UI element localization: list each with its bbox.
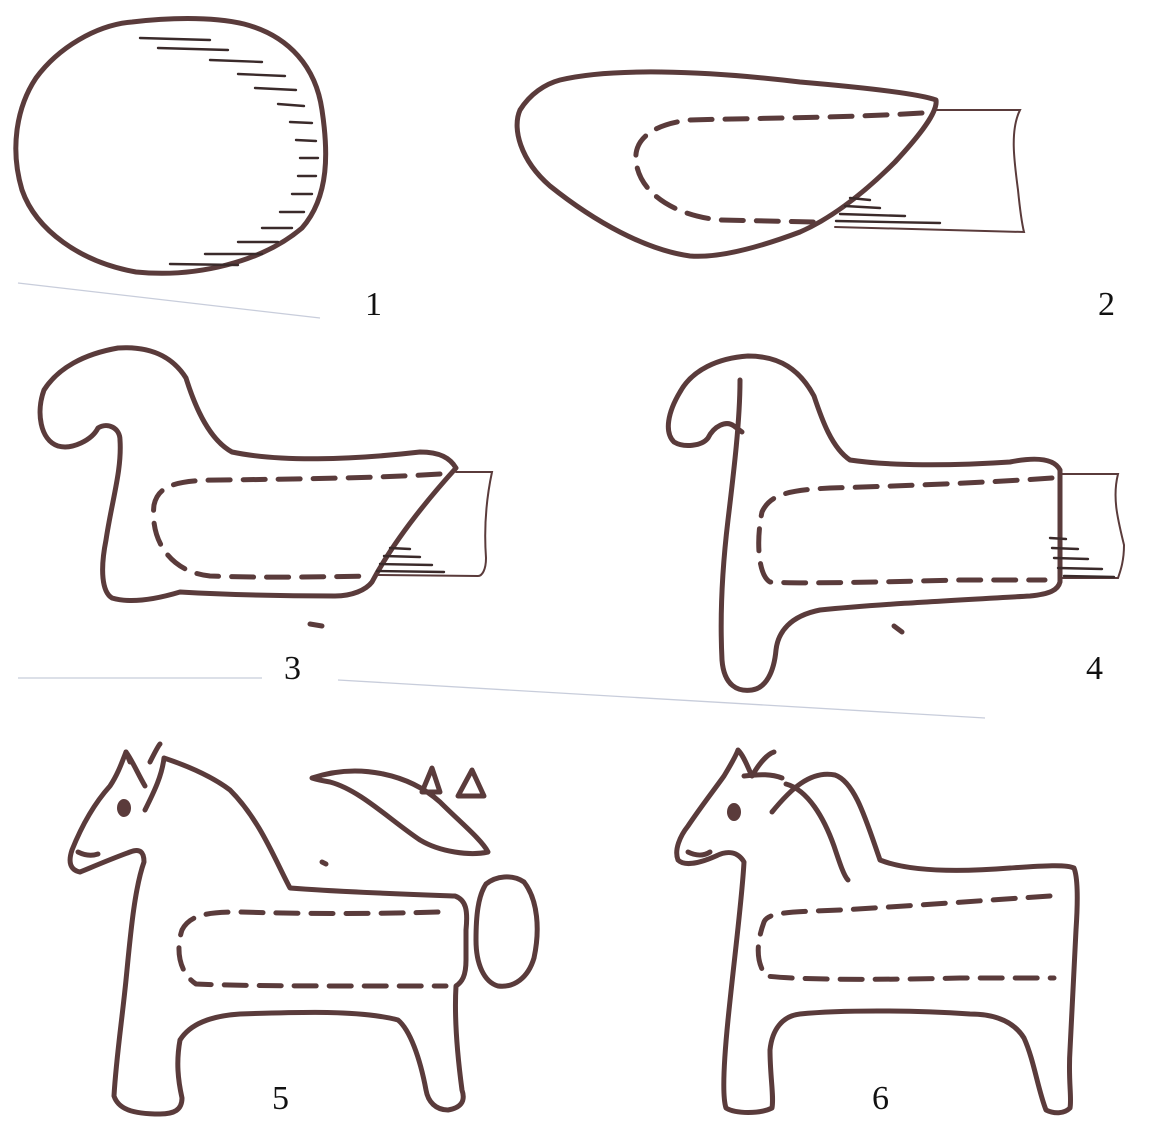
step-label-5: 5 (272, 1082, 289, 1116)
separator-lines (18, 283, 985, 718)
figure-2-wedge (517, 72, 1024, 256)
figure-1-clay-ball (16, 19, 326, 274)
figure-4-horse-form (668, 356, 1124, 690)
figure-3-bird-form (40, 348, 492, 626)
step-label-4: 4 (1086, 652, 1103, 686)
step-label-3: 3 (284, 652, 301, 686)
step-label-1: 1 (365, 288, 382, 322)
figure-5-horse-with-parts (70, 744, 537, 1114)
step-label-2: 2 (1098, 288, 1115, 322)
figure-6-complete-horse (677, 750, 1078, 1113)
step-label-6: 6 (872, 1082, 889, 1116)
